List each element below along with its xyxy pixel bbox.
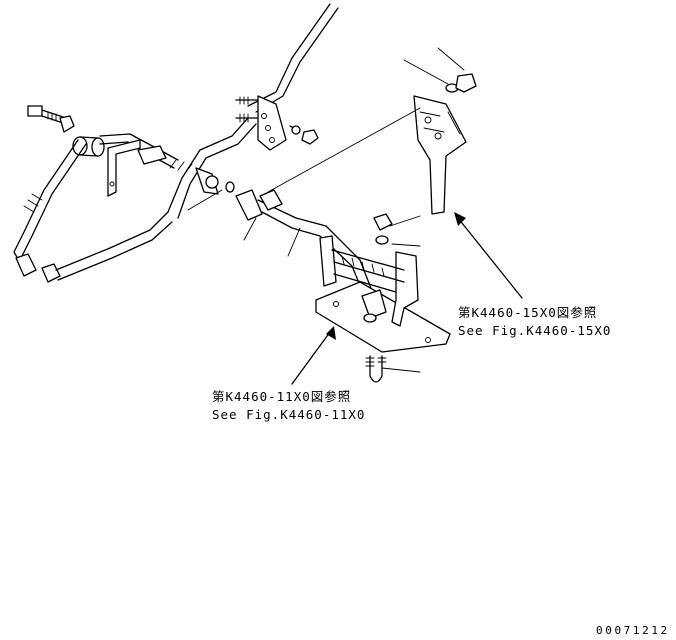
plate-fitting	[361, 289, 387, 323]
callout-en-lower: See Fig.K4460-11X0	[212, 407, 366, 422]
left-bracket	[107, 139, 167, 197]
middle-tube	[167, 117, 257, 219]
plate-bracket	[319, 235, 419, 327]
callout-arrow-upper	[454, 212, 523, 299]
callout-jp-upper: 第K4460-15X0図参照	[458, 305, 598, 320]
callout-arrow-lower	[291, 326, 336, 385]
right-bracket-upper	[413, 95, 467, 215]
callout-en-upper: See Fig.K4460-15X0	[458, 323, 612, 338]
leader-lines	[187, 47, 465, 373]
washer-nut-upper-right	[445, 73, 477, 93]
mounting-plate	[315, 281, 451, 353]
bolt-nut-center	[289, 125, 319, 145]
u-bolt	[365, 355, 387, 383]
upper-tube	[247, 3, 339, 113]
o-ring	[225, 181, 235, 193]
callout-jp-lower: 第K4460-11X0図参照	[212, 389, 352, 404]
drawing-code: 00071212	[596, 624, 670, 637]
lower-left-fitting	[15, 211, 173, 283]
center-bracket	[257, 95, 287, 151]
left-bolt	[27, 105, 75, 133]
nut-washer-plate	[373, 213, 393, 245]
right-tube	[235, 189, 375, 301]
